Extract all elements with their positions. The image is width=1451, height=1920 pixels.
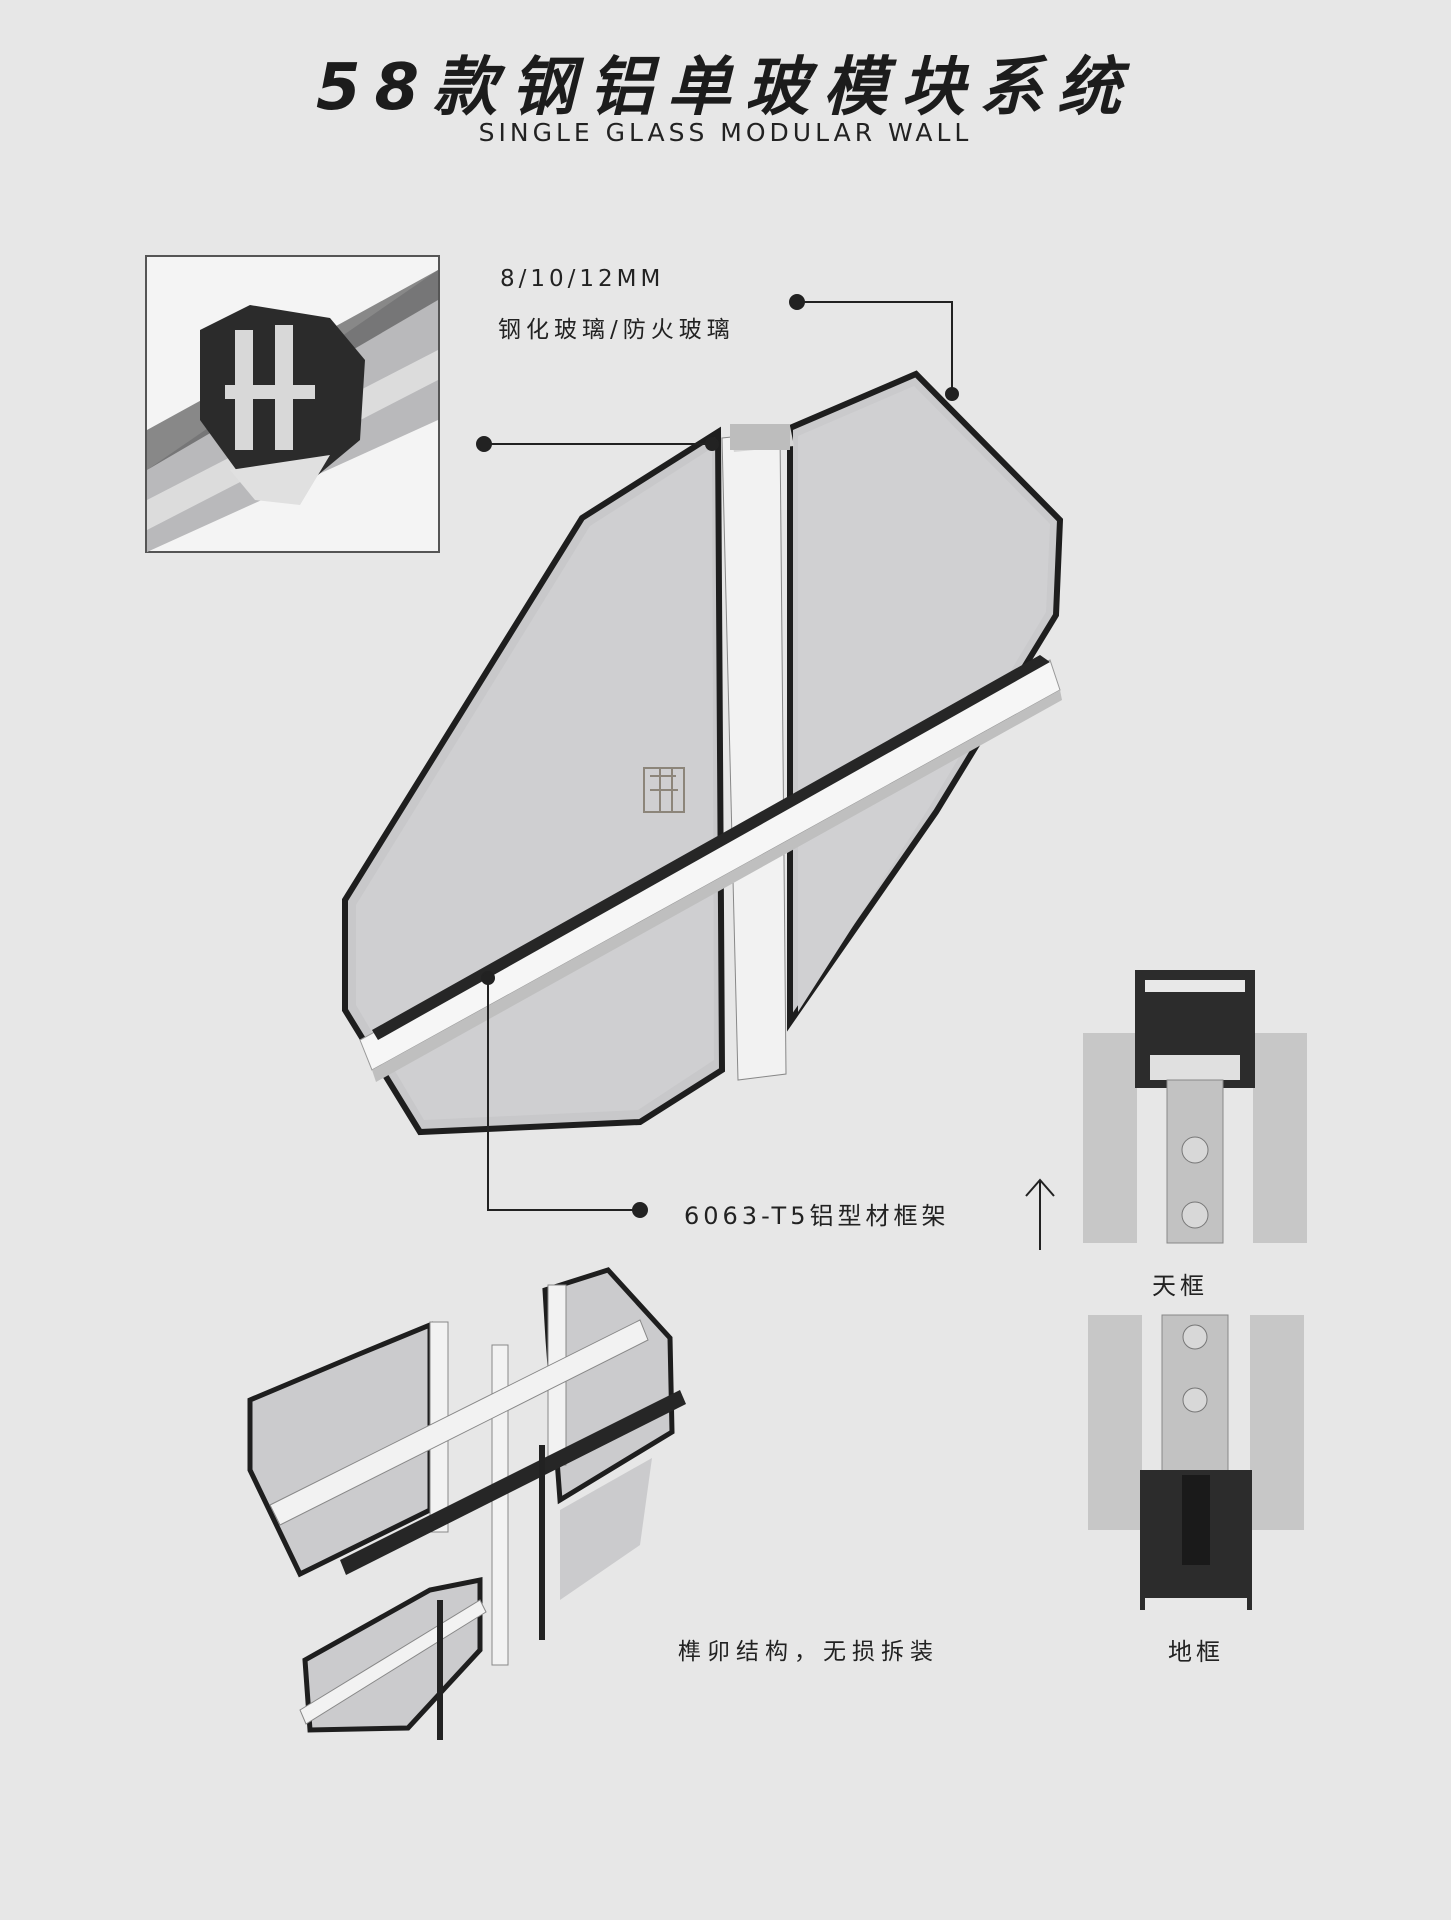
page-title: 58款钢铝单玻模块系统 [315, 51, 1136, 125]
frame-material-label: 6063-T5铝型材框架 [684, 1202, 950, 1230]
glass-type-label: 钢化玻璃/防火玻璃 [498, 317, 735, 343]
top-frame-label: 天框 [1152, 1272, 1208, 1300]
bottom-frame-section [1088, 1314, 1304, 1610]
callout-leaders [476, 294, 959, 1218]
top-frame-section [1083, 970, 1307, 1244]
glass-thickness-label: 8/10/12MM [500, 266, 665, 292]
bottom-frame-label: 地框 [1168, 1638, 1224, 1666]
page-subtitle: SINGLE GLASS MODULAR WALL [478, 118, 973, 147]
joint-structure-label: 榫卯结构，无损拆装 [678, 1639, 939, 1665]
up-arrow-icon [1025, 1178, 1055, 1250]
brand-logo [643, 767, 685, 813]
section-detail-inset [145, 255, 440, 553]
exploded-joint-view [247, 1267, 686, 1740]
curtain-wall-assembly [342, 370, 1064, 1136]
